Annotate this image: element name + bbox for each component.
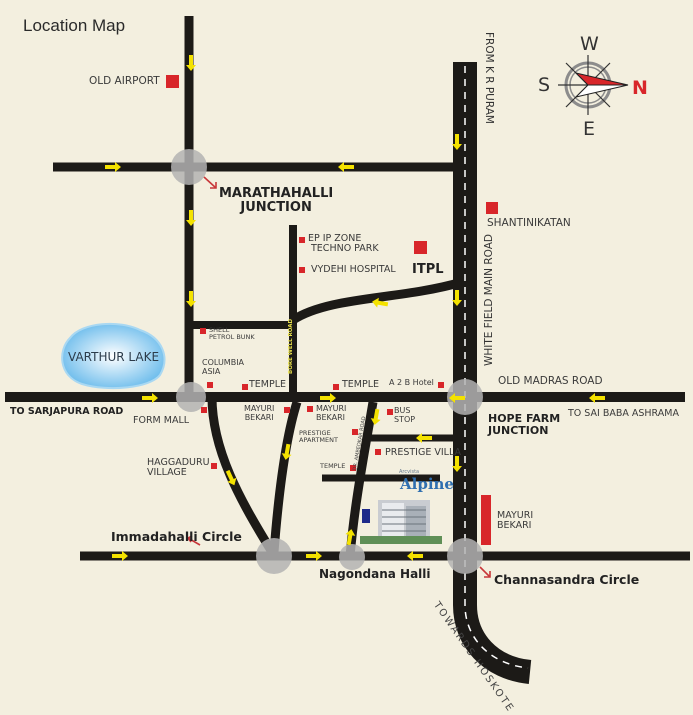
label-bore-well-road: BORE WELL ROAD: [288, 318, 294, 374]
label-immadahalli-circle: Immadahalli Circle: [111, 529, 242, 544]
label-prestige-apt-line1: PRESTIGE: [299, 429, 331, 437]
label-mayuri-1-line2: BEKARI: [244, 412, 274, 422]
label-bus-stop: BUS STOP: [394, 406, 416, 425]
label-old-airport: OLD AIRPORT: [89, 75, 160, 87]
marker-shell: [200, 328, 206, 334]
label-shantinikatan: SHANTINIKATAN: [487, 217, 571, 229]
map-title: Location Map: [23, 16, 126, 35]
label-haggaduru-line2: VILLAGE: [147, 467, 187, 479]
label-mayuri-bekari-1: MAYURI BEKARI: [244, 404, 275, 423]
junction-circles: [171, 149, 483, 574]
marker-mayuri-1: [284, 407, 290, 413]
label-ep-ip-zone-line2: TECHNO PARK: [311, 243, 379, 255]
marker-mayuri-3: [481, 495, 491, 545]
marker-temple-3: [350, 465, 356, 471]
marker-prestige-apt: [352, 429, 358, 435]
label-form-mall: FORM MALL: [133, 415, 190, 426]
label-columbia-asia: COLUMBIA ASIA: [202, 358, 245, 377]
label-hope-farm-line2: JUNCTION: [488, 424, 549, 438]
project-brand-logo: Alpine: [400, 475, 454, 493]
compass-west: W: [580, 33, 599, 55]
label-shell-line1: SHELL: [209, 326, 230, 334]
label-mayuri-2-line2: BEKARI: [316, 412, 346, 422]
marker-shantinikatan: [486, 202, 498, 214]
project-brand-small: Arcvista: [399, 469, 420, 475]
label-haggaduru-line1: HAGGADURU: [147, 457, 210, 468]
label-bus-stop-line2: STOP: [394, 414, 416, 424]
label-marathahalli-line2: JUNCTION: [240, 200, 312, 216]
label-prestige-villa: PRESTIGE VILLA: [385, 447, 461, 458]
label-mayuri-3-line2: BEKARI: [497, 520, 532, 532]
label-mayuri-bekari-3: MAYURI BEKARI: [497, 510, 534, 532]
label-to-sai-baba-ashrama: TO SAI BABA ASHRAMA: [568, 408, 679, 419]
label-hope-farm-line1: HOPE FARM: [488, 412, 561, 425]
label-channasandra-circle: Channasandra Circle: [494, 572, 640, 587]
label-mayuri-2-line1: MAYURI: [316, 404, 347, 413]
label-temple-2: TEMPLE: [342, 379, 380, 390]
label-ep-ip-zone-line1: EP IP ZONE: [308, 233, 362, 244]
marker-temple-2: [333, 384, 339, 390]
label-to-sarjapura-road: TO SARJAPURA ROAD: [10, 406, 124, 417]
marker-form-mall: [201, 407, 207, 413]
marker-mayuri-2: [307, 406, 313, 412]
marker-old-airport: [166, 75, 179, 88]
label-marathahalli-junction: MARATHAHALLI JUNCTION: [219, 186, 334, 216]
label-mayuri-bekari-2: MAYURI BEKARI: [316, 404, 347, 423]
label-from-kr-puram: FROM K R PURAM: [483, 32, 495, 124]
label-hope-farm-junction: HOPE FARM JUNCTION: [488, 412, 561, 438]
label-varthur-lake: VARTHUR LAKE: [68, 350, 160, 364]
marker-columbia: [207, 382, 213, 388]
label-a2b-hotel: A 2 B Hotel: [389, 378, 434, 387]
marker-ep-ip-zone: [299, 237, 305, 243]
label-shell: SHELL PETROL BUNK: [209, 326, 255, 342]
varthur-lake: [61, 322, 166, 390]
label-mayuri-1-line1: MAYURI: [244, 404, 275, 413]
label-prestige-apartment: PRESTIGE APARTMENT: [299, 429, 338, 445]
project-building-image: [360, 500, 442, 544]
marker-haggaduru: [211, 463, 217, 469]
marker-temple-1: [242, 384, 248, 390]
compass-rose: [558, 55, 629, 115]
label-itpl: ITPL: [412, 262, 444, 277]
label-columbia-line2: ASIA: [202, 366, 221, 376]
label-old-madras-road: OLD MADRAS ROAD: [498, 375, 603, 387]
marker-a2b: [438, 382, 444, 388]
marker-bus-stop: [387, 409, 393, 415]
label-temple-1: TEMPLE: [249, 379, 287, 390]
compass-east: E: [583, 118, 596, 140]
label-shell-line2: PETROL BUNK: [209, 333, 255, 342]
marker-vydehi: [299, 267, 305, 273]
label-ep-ip-zone: EP IP ZONE TECHNO PARK: [308, 233, 379, 255]
label-haggaduru-village: HAGGADURU VILLAGE: [147, 457, 210, 479]
label-marathahalli-line1: MARATHAHALLI: [219, 186, 334, 201]
compass-south: S: [538, 74, 551, 96]
marker-itpl: [414, 241, 427, 254]
label-temple-3: TEMPLE: [320, 462, 346, 470]
label-mayuri-3-line1: MAYURI: [497, 510, 534, 521]
label-vydehi-hospital: VYDEHI HOSPITAL: [311, 264, 396, 275]
label-prestige-apt-line2: APARTMENT: [299, 436, 338, 445]
label-bus-stop-line1: BUS: [394, 406, 411, 415]
label-nagondana-halli: Nagondana Halli: [319, 567, 431, 581]
marker-prestige-villa: [375, 449, 381, 455]
label-columbia-line1: COLUMBIA: [202, 358, 245, 367]
map-canvas: [5, 16, 690, 684]
compass-north: N: [632, 77, 648, 99]
label-white-field-main-road: WHITE FIELD MAIN ROAD: [483, 234, 495, 366]
